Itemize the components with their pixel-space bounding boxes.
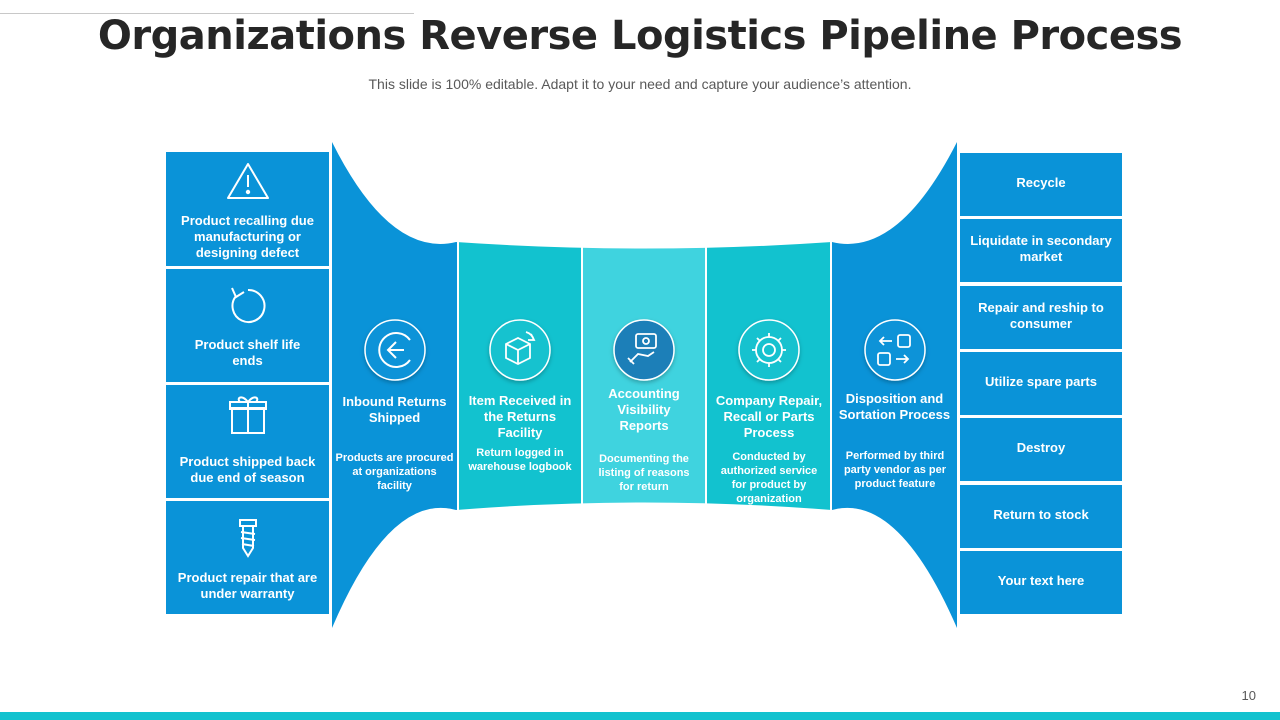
outcome-label: Liquidate in secondary market (970, 233, 1112, 264)
stage-icon-circle (613, 319, 675, 381)
cause-boxes (166, 152, 329, 614)
stage-title: Company Repair, Recall or Parts Process (715, 393, 823, 440)
outcome-box (960, 418, 1122, 481)
stage-column-4 (707, 142, 830, 628)
return-arrow-icon (378, 332, 411, 368)
stage-description: Performed by third party vendor as per p… (843, 450, 947, 490)
stage-column-1 (332, 142, 457, 628)
screw-icon (239, 519, 257, 558)
gear-wrench-icon (752, 333, 786, 367)
slide-title: Organizations Reverse Logistics Pipeline… (97, 13, 1183, 59)
top-rule (0, 13, 414, 14)
outcome-label: Recycle (1016, 175, 1066, 190)
stage-title: Disposition and Sortation Process (838, 391, 951, 422)
stage-column-5 (832, 142, 957, 628)
outcome-boxes (960, 153, 1122, 614)
cause-label: Product shipped back due end of season (179, 454, 316, 485)
pipeline-columns (332, 142, 957, 628)
refresh-icon (231, 287, 266, 323)
stage-title: Item Received in the Returns Facility (468, 393, 572, 440)
outcome-box (960, 352, 1122, 415)
cause-box (166, 269, 329, 382)
gift-icon (229, 396, 267, 434)
slide-subtitle: This slide is 100% editable. Adapt it to… (368, 76, 912, 92)
page-number: 10 (1241, 688, 1256, 703)
outcome-box (960, 485, 1122, 548)
outcome-label: Return to stock (993, 507, 1089, 522)
stage-title: Inbound Returns Shipped (342, 394, 447, 425)
stage-title: Accounting Visibility Reports (608, 386, 680, 433)
cause-box (166, 152, 329, 266)
outcome-label: Your text here (997, 573, 1085, 588)
outcome-box (960, 219, 1122, 282)
box-icon (505, 331, 536, 366)
stage-column-3 (583, 142, 705, 628)
outcome-label: Destroy (1016, 440, 1066, 455)
cause-label: Product repair that are under warranty (177, 570, 318, 601)
stage-column-2 (459, 142, 581, 628)
outcome-label: Repair and reship to consumer (978, 300, 1104, 331)
warning-icon (227, 163, 269, 199)
outcome-label: Utilize spare parts (985, 374, 1097, 389)
stage-description: Conducted by authorized service for prod… (720, 451, 818, 505)
stage-icon-circle (738, 319, 800, 381)
stage-description: Products are procured at organizations f… (335, 452, 454, 492)
payment-icon (627, 333, 657, 365)
outcome-box (960, 551, 1122, 614)
sorting-icon (877, 334, 911, 366)
cause-label: Product recalling due manufacturing or d… (181, 213, 314, 260)
bottom-accent-bar (0, 712, 1280, 720)
stage-description: Return logged in warehouse logbook (468, 447, 572, 473)
stage-icon-circle (864, 319, 926, 381)
stage-description: Documenting the listing of reasons for r… (598, 453, 690, 493)
cause-label: Product shelf life ends (194, 337, 301, 368)
outcome-box (960, 286, 1122, 349)
outcome-box (960, 153, 1122, 216)
